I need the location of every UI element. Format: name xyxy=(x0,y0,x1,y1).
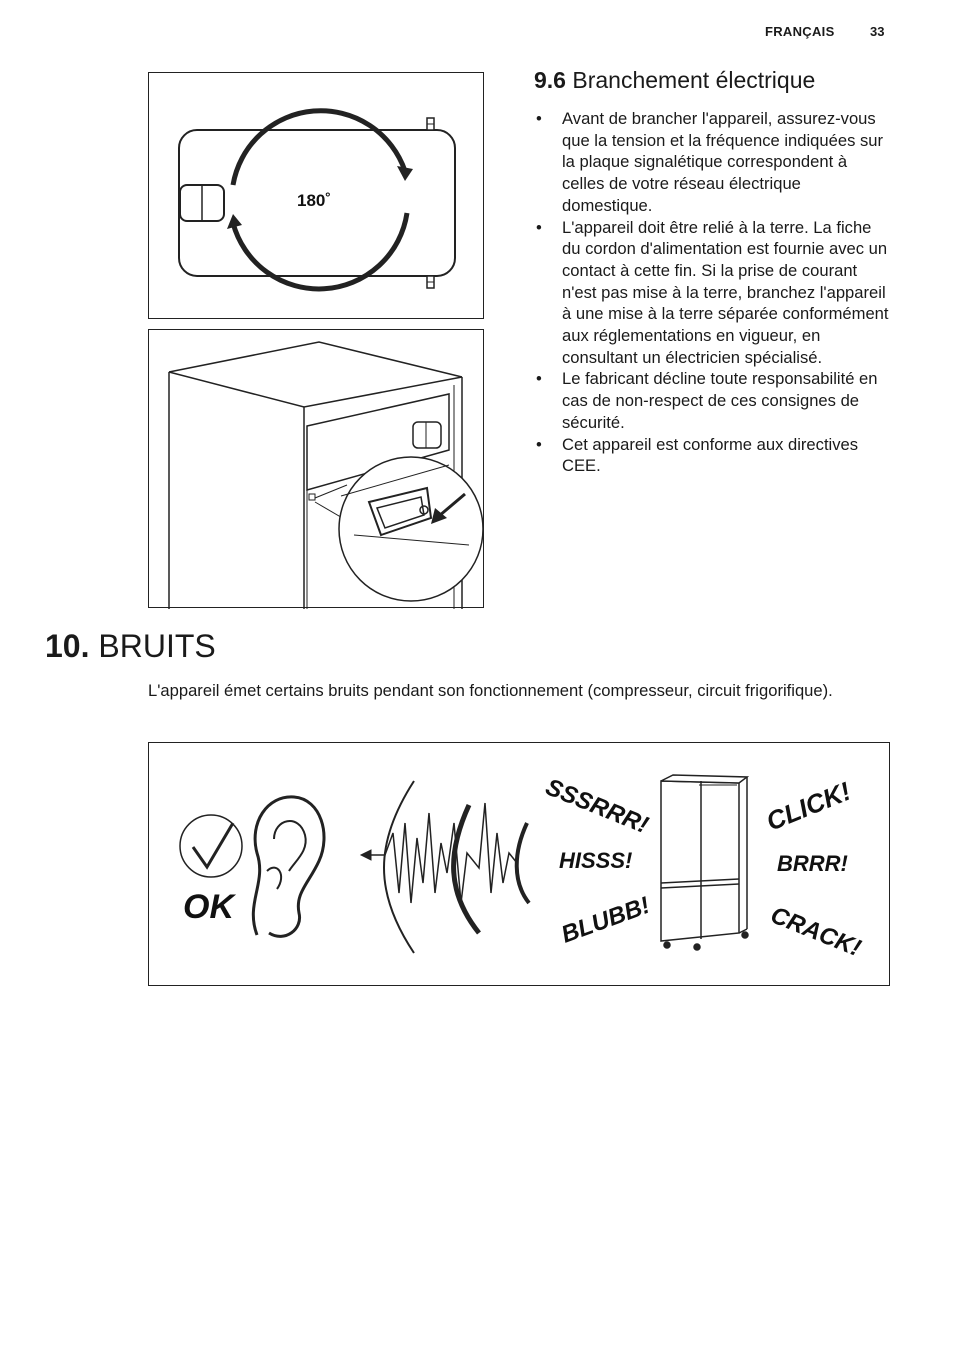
sound-word: CRACK! xyxy=(767,902,865,962)
page-number: 33 xyxy=(870,24,885,39)
section-number: 9.6 xyxy=(534,67,566,93)
section-title: 9.6 Branchement électrique xyxy=(534,67,815,94)
chapter-number: 10. xyxy=(45,628,90,664)
noise-figure: OK SSS xyxy=(148,742,890,986)
sound-word: SSSRRR! xyxy=(542,774,652,839)
checkmark-icon xyxy=(179,814,243,878)
appliance-detail-figure xyxy=(148,329,484,609)
chapter-title: 10. BRUITS xyxy=(45,628,216,665)
chapter-intro: L'appareil émet certains bruits pendant … xyxy=(148,681,833,700)
sound-word: BLUBB! xyxy=(558,892,654,949)
sound-word: CLICK! xyxy=(762,776,855,837)
angle-label: 180˚ xyxy=(297,191,331,210)
ear-icon xyxy=(251,795,326,938)
rotation-figure: 180˚ xyxy=(148,72,484,319)
sound-word: BRRR! xyxy=(777,851,848,876)
bullet-item: Cet appareil est conforme aux directives… xyxy=(534,434,894,477)
ok-label: OK xyxy=(183,888,236,926)
bullet-list: Avant de brancher l'appareil, assurez-vo… xyxy=(534,108,894,477)
bullet-item: Le fabricant décline toute responsabilit… xyxy=(534,368,894,433)
bullet-item: L'appareil doit être relié à la terre. L… xyxy=(534,217,894,369)
fridge-icon xyxy=(660,774,750,951)
bullet-item: Avant de brancher l'appareil, assurez-vo… xyxy=(534,108,894,217)
sound-word: HISSS! xyxy=(559,848,632,873)
chapter-title-text: BRUITS xyxy=(98,628,216,664)
section-title-text: Branchement électrique xyxy=(572,67,816,93)
header-language: FRANÇAIS xyxy=(765,24,835,39)
